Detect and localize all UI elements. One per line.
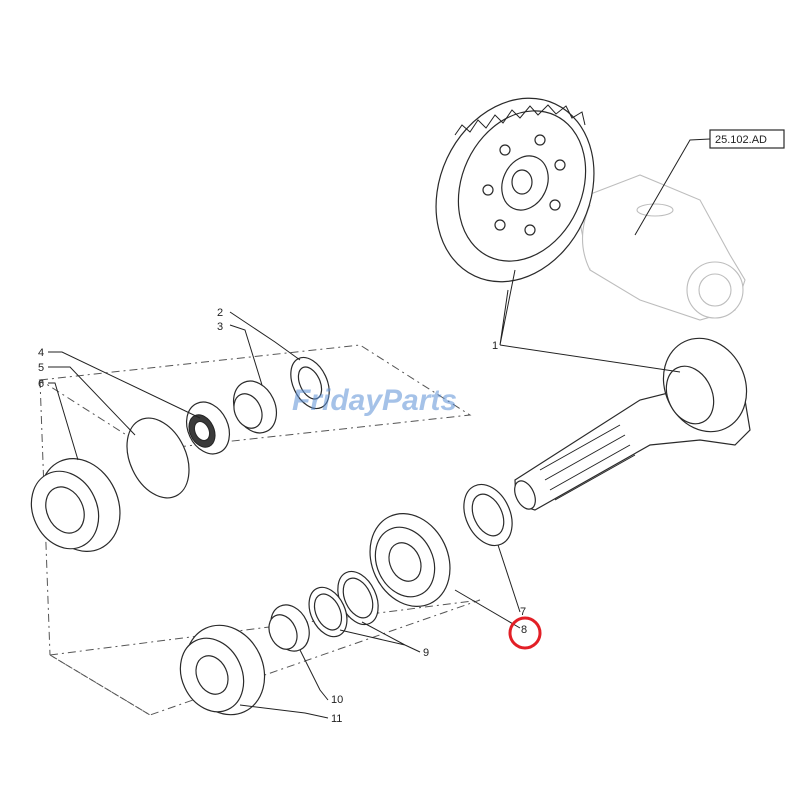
bearing-4 xyxy=(185,401,231,455)
watermark-logo: FridayParts xyxy=(292,384,457,417)
differential-housing xyxy=(574,174,746,321)
nut-3 xyxy=(232,380,278,434)
leader-lines xyxy=(48,269,681,719)
o-ring-5 xyxy=(126,417,190,499)
assembly-boundary-lower xyxy=(39,379,151,716)
callout-5: 5 xyxy=(38,362,44,374)
reference-box-label: 25.102.AD xyxy=(715,134,767,146)
ring-gear xyxy=(435,97,595,283)
callout-2: 2 xyxy=(217,307,223,319)
callout-9: 9 xyxy=(423,647,429,659)
callout-1: 1 xyxy=(492,340,498,352)
callout-6: 6 xyxy=(38,378,44,390)
bearing-8 xyxy=(369,513,451,607)
callout-3: 3 xyxy=(217,321,223,333)
highlight-circle xyxy=(508,616,542,650)
callout-4: 4 xyxy=(38,347,44,359)
bearing-cup-6 xyxy=(30,458,121,552)
washer-7 xyxy=(463,483,513,547)
reference-leader xyxy=(634,138,711,236)
callout-11: 11 xyxy=(331,713,342,725)
shims-9 xyxy=(308,570,379,638)
callout-7: 7 xyxy=(520,606,526,618)
pinion-shaft xyxy=(514,337,751,511)
bearing-11 xyxy=(179,624,266,716)
lock-washer-2 xyxy=(290,356,330,410)
callout-8: 8 xyxy=(521,624,527,636)
callout-10: 10 xyxy=(331,694,343,706)
nut-10 xyxy=(268,604,310,652)
